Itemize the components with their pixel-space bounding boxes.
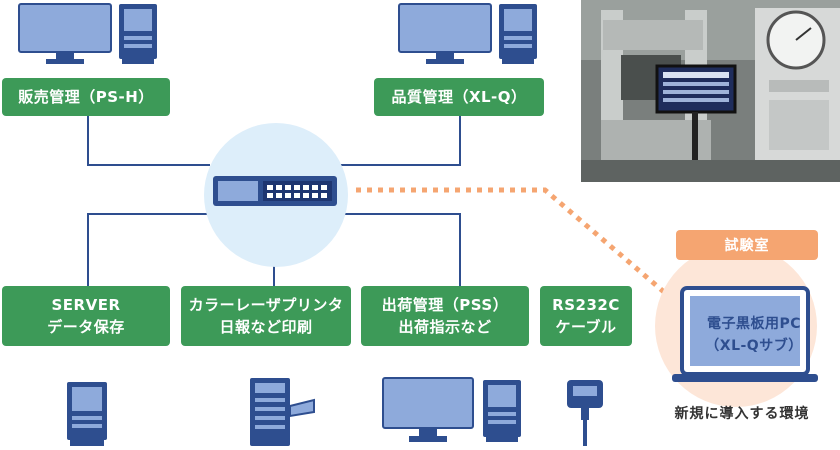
pc-tower-icon [483,380,521,442]
node-quality: 品質管理（XL-Q） [374,78,544,116]
laptop-icon [672,286,818,382]
monitor-icon [18,3,112,64]
lab-caption: 新規に導入する環境 [674,406,810,422]
monitor-icon [382,377,474,442]
node-printer-line1: カラーレーザプリンタ [188,296,344,314]
line-sales [87,115,210,166]
node-sales: 販売管理（PS-H） [2,78,170,116]
node-shipping-line1: 出荷管理（PSS） [381,296,509,314]
pc-tower-icon [119,4,157,64]
pc-tower-icon [67,382,107,446]
node-shipping: 出荷管理（PSS） 出荷指示など [361,286,529,346]
node-sales-label: 販売管理（PS-H） [18,88,154,106]
node-server: SERVER データ保存 [2,286,170,346]
lab-pc-line1: 電子黒板用PC [706,316,802,332]
lab-tag-label: 試験室 [724,238,770,254]
node-rs232c: RS232C ケーブル [540,286,632,346]
serial-cable-icon [567,380,603,446]
node-server-line2: データ保存 [47,318,125,336]
dotted-link-lab [356,187,666,294]
node-shipping-line2: 出荷指示など [398,318,492,336]
network-switch-icon [213,176,337,206]
pc-tower-icon [499,4,537,64]
node-rs232c-line1: RS232C [552,296,620,314]
monitor-icon [398,3,492,64]
node-rs232c-line2: ケーブル [555,318,617,336]
line-quality [340,115,461,166]
printer-icon [250,378,315,446]
lab-pc-line2: （XL-Qサブ） [705,338,803,354]
node-printer: カラーレーザプリンタ 日報など印刷 [181,286,351,346]
node-printer-line2: 日報など印刷 [219,318,313,336]
node-quality-label: 品質管理（XL-Q） [391,88,527,106]
lab-pc-label: 電子黒板用PC （XL-Qサブ） [692,303,816,367]
lab-tag: 試験室 [676,230,818,260]
lab-photo [581,0,840,182]
node-server-line1: SERVER [51,296,121,314]
